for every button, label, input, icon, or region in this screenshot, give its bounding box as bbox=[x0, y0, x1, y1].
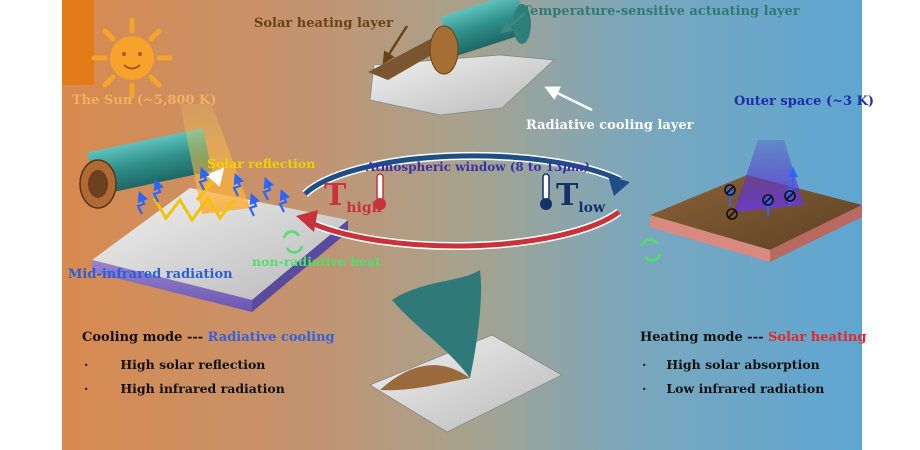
t-low-label: Tlow bbox=[556, 178, 606, 216]
outer-space-label: Outer space (~3 K) bbox=[734, 94, 875, 109]
cooling-device bbox=[79, 127, 348, 312]
moon-icon bbox=[782, 34, 817, 79]
heating-device bbox=[650, 175, 862, 262]
cooling-mode-heading: Cooling mode --- Radiative cooling bbox=[82, 330, 335, 345]
sun-edge-bar bbox=[62, 0, 94, 85]
solar-reflection-label: Solar reflection bbox=[207, 156, 316, 171]
non-radiative-label: non-radiative heat bbox=[252, 254, 381, 269]
ir-radiation-arrows bbox=[136, 166, 290, 217]
sunlight-beam bbox=[180, 104, 250, 214]
sun-label: The Sun (~5,800 K) bbox=[72, 93, 217, 108]
solar-heating-layer-label: Solar heating layer bbox=[254, 16, 393, 31]
radiative-cooling-layer-label: Radiative cooling layer bbox=[526, 118, 694, 133]
heating-bullet-1: ·High solar absorption bbox=[642, 357, 820, 372]
diagram-panel: The Sun (~5,800 K) Solar heating layer T… bbox=[62, 0, 874, 450]
recycle-icon-left bbox=[282, 230, 304, 254]
diagram-graphics bbox=[62, 0, 862, 433]
atmospheric-window-label: Atmospheric window (8 to 13μm) bbox=[366, 160, 590, 174]
heating-mode-heading: Heating mode --- Solar heating bbox=[640, 330, 867, 345]
actuating-layer-label: Temperature-sensitive actuating layer bbox=[522, 4, 800, 19]
cycle-arrow-left bbox=[296, 210, 318, 232]
recycle-icon-right bbox=[640, 238, 662, 262]
bottom-film-device bbox=[369, 270, 563, 433]
top-film-device bbox=[368, 0, 555, 116]
blocked-icons bbox=[724, 184, 796, 220]
t-high-label: Thigh bbox=[324, 178, 382, 216]
thermometer-low-icon bbox=[540, 173, 552, 210]
mid-infrared-label: Mid-infrared radiation bbox=[68, 267, 233, 282]
reflection-zigzag bbox=[152, 195, 236, 223]
cooling-bullet-1: ·High solar reflection bbox=[84, 357, 266, 372]
sun-icon bbox=[91, 17, 173, 99]
heating-bullet-2: ·Low infrared radiation bbox=[642, 381, 825, 396]
cooling-bullet-2: ·High infrared radiation bbox=[84, 381, 285, 396]
cycle-arrow-right bbox=[608, 176, 630, 196]
thermometer-high-icon bbox=[374, 173, 386, 210]
